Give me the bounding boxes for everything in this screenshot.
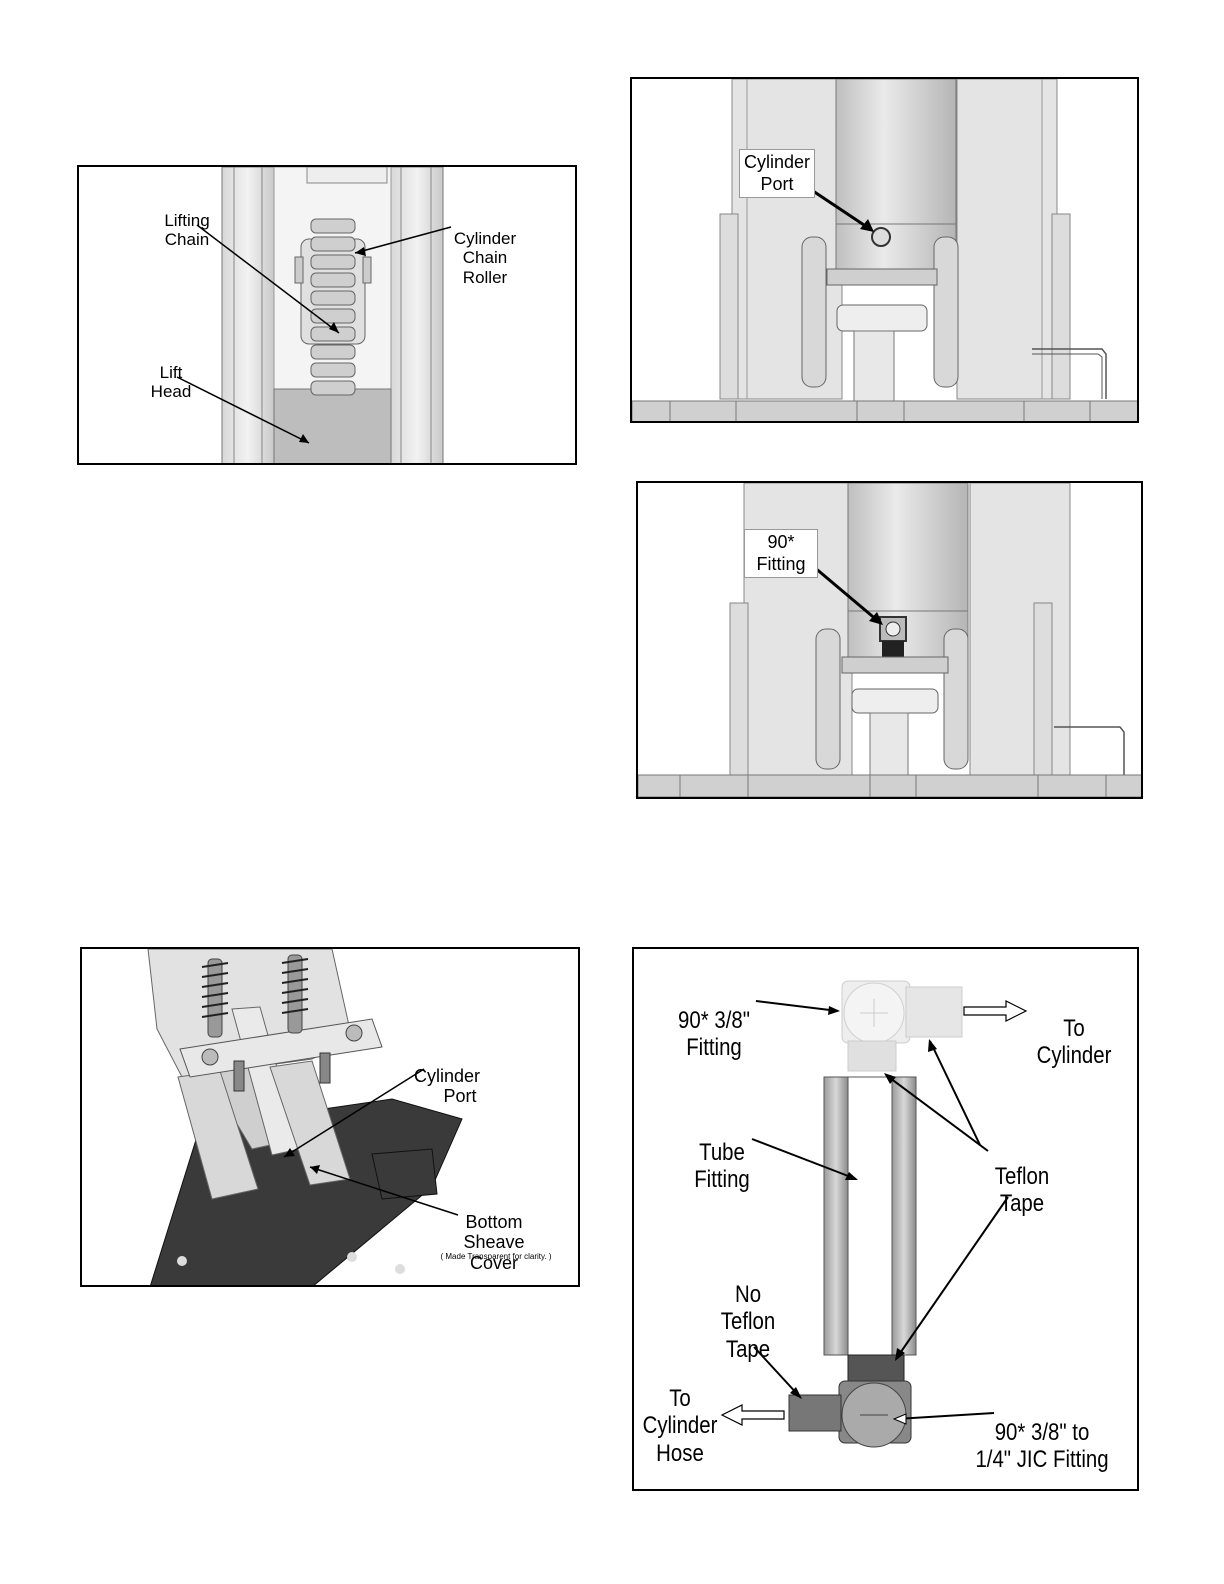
figure-90-fitting: 90*Fitting [636, 481, 1143, 799]
label-transparent-note: ( Made Transparent for clarity. ) [440, 1252, 552, 1261]
lifting-chain-drawing [176, 167, 452, 463]
fitting-assembly-drawing [720, 980, 1028, 1448]
cylinder-port-drawing [632, 79, 1137, 421]
label-90-fitting-top: 90* 3/8"Fitting [678, 1006, 750, 1062]
90-fitting-drawing [638, 483, 1141, 797]
bottom-sheave-cover-drawing [147, 949, 463, 1285]
label-90-fitting: 90*Fitting [744, 529, 818, 579]
